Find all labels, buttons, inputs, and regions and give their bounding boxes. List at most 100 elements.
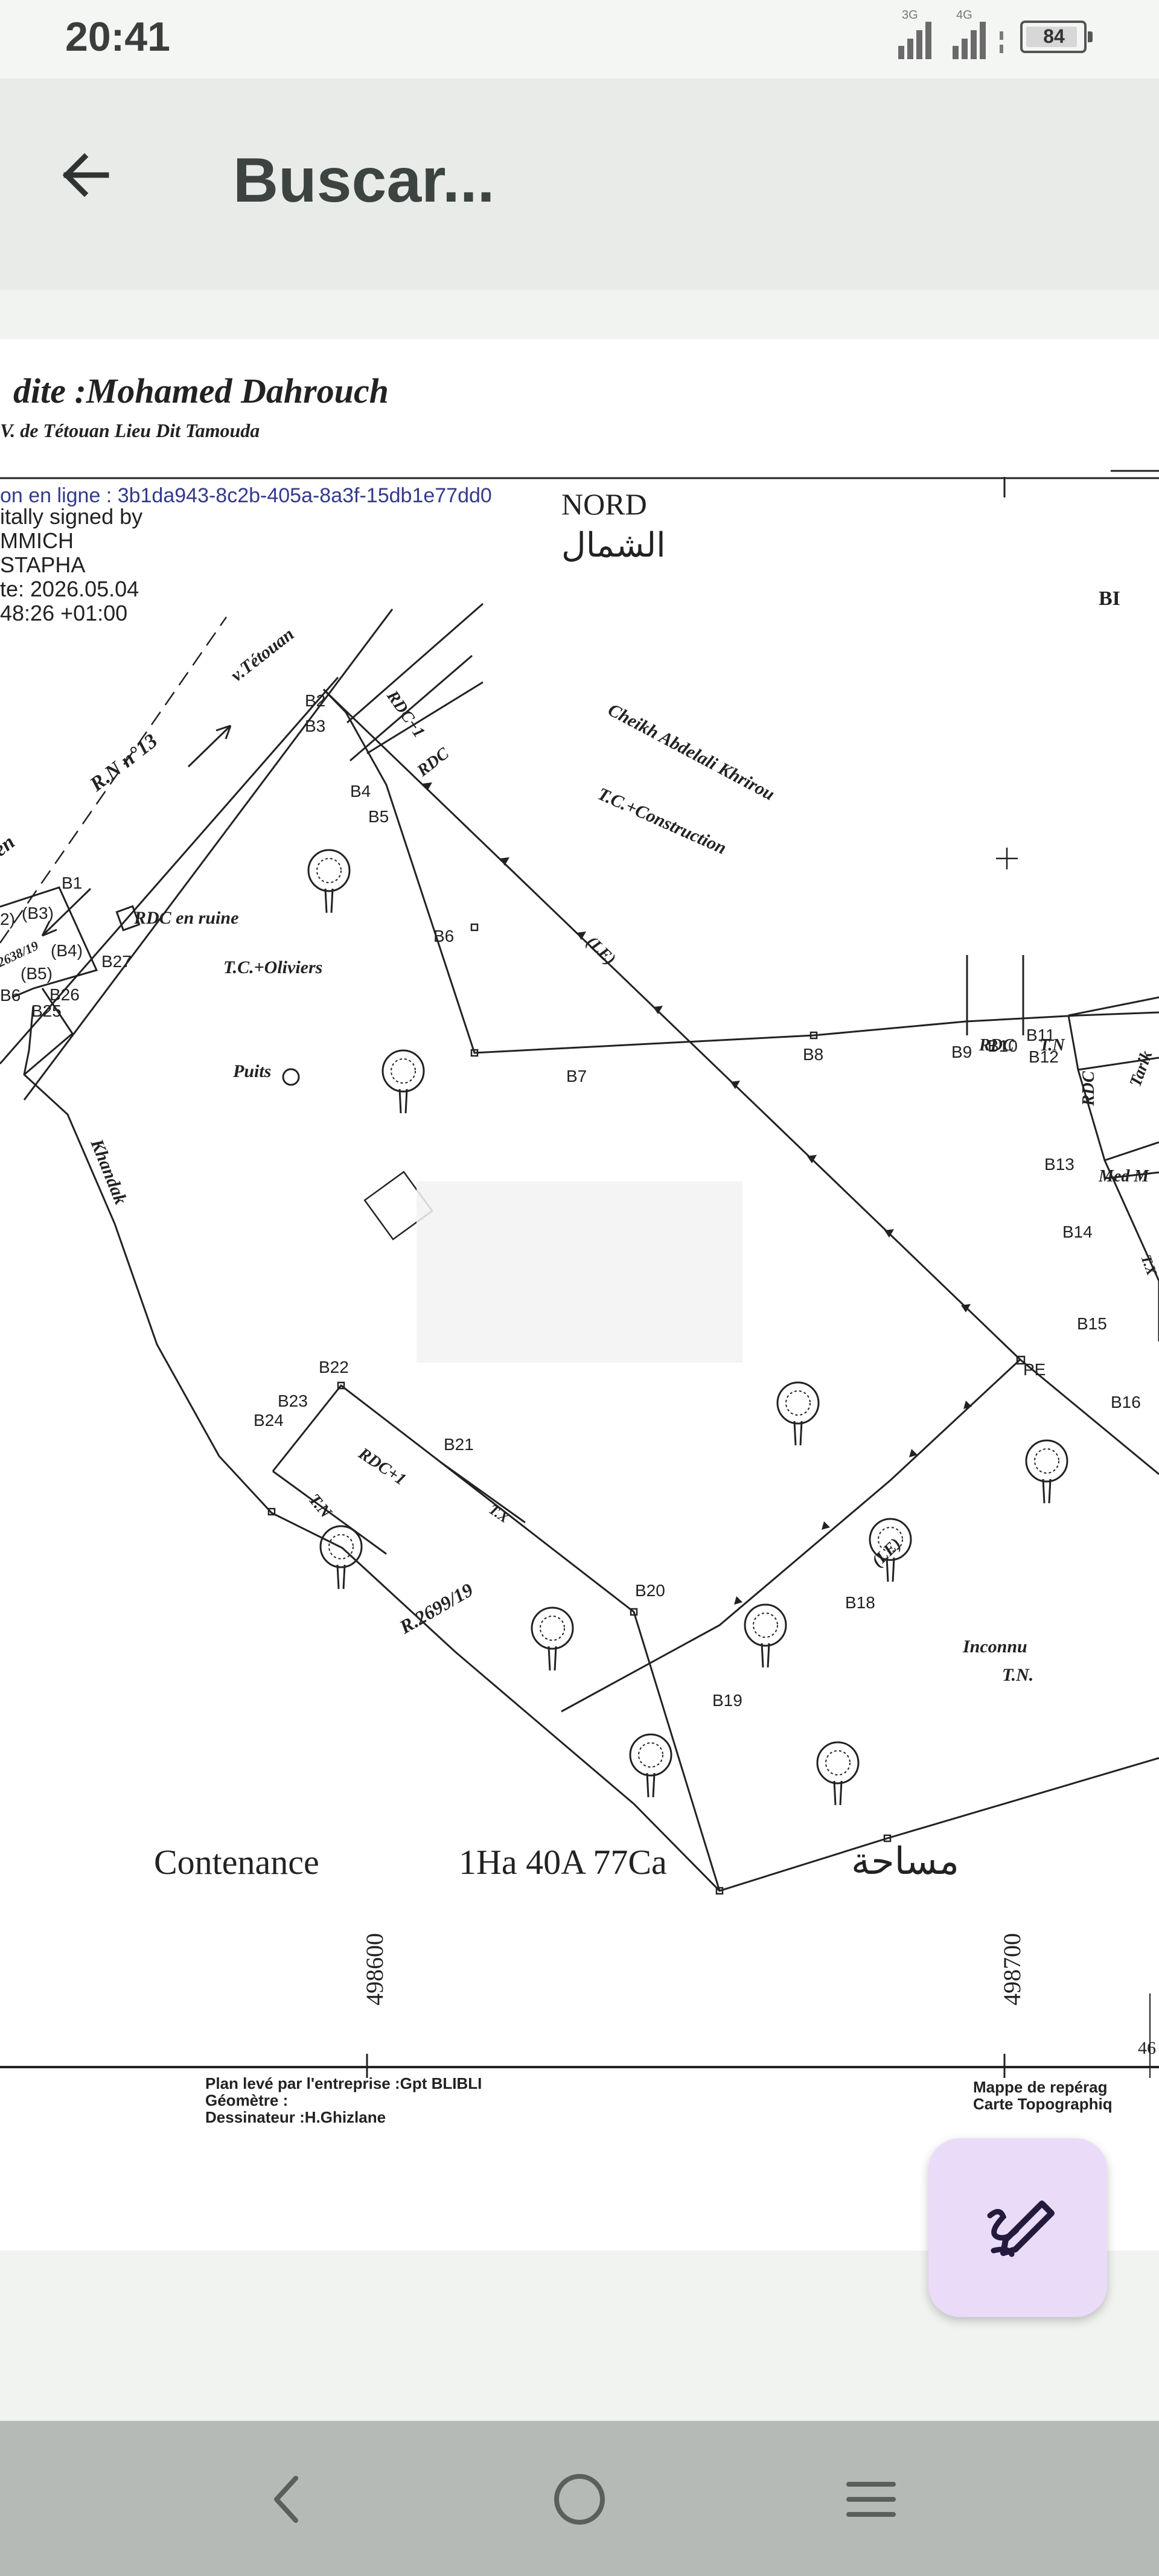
point-label-b8: B8 xyxy=(803,1045,823,1064)
point-label-lb5: (B5) xyxy=(21,964,53,983)
point-label-b11: B11 xyxy=(1026,1026,1055,1044)
app-bar xyxy=(0,78,1159,290)
signature-line-6: 48:26 +01:00 xyxy=(0,601,127,625)
point-label-b25: B25 xyxy=(31,1002,62,1020)
land-use-main: T.C.+Oliviers xyxy=(223,957,322,977)
footer-left-2: Géomètre : xyxy=(205,2091,288,2109)
point-label-b7: B7 xyxy=(566,1067,587,1085)
east-strip xyxy=(1067,1015,1159,1162)
document-viewer[interactable]: dite :Mohamed Dahrouch V. de Tétouan Lie… xyxy=(0,339,1159,2251)
point-label-lb2: 2) xyxy=(0,910,15,928)
menu-lines-icon[interactable] xyxy=(838,2466,904,2533)
network-label-2: 4G xyxy=(956,8,972,22)
road-label: R.N n°13 xyxy=(85,730,162,796)
east-strip-low xyxy=(1103,1160,1159,1341)
point-label-b5: B5 xyxy=(368,807,389,826)
signature-line-3: MMICH xyxy=(0,528,74,553)
edit-fab-button[interactable] xyxy=(928,2138,1107,2317)
coord-3: 46 xyxy=(1138,2038,1156,2058)
search-title[interactable]: Buscar... xyxy=(233,145,495,216)
land-use-top: T.C.+Construction xyxy=(595,784,729,858)
north-label: NORD xyxy=(561,487,647,521)
tree-4 xyxy=(1025,1439,1068,1504)
boundary-east-low xyxy=(1020,1358,1159,1475)
battery-level: 84 xyxy=(1043,25,1065,47)
med-label: Med M xyxy=(1098,1167,1149,1186)
footer-left-3: Dessinateur :H.Ghizlane xyxy=(205,2108,386,2126)
le-top: (LE) xyxy=(583,933,619,969)
point-label-b23: B23 xyxy=(278,1392,308,1410)
le-bottom: (LE) xyxy=(868,1535,905,1571)
rdc-ruine: RDC en ruine xyxy=(133,908,238,928)
system-nav-bar xyxy=(0,2421,1159,2576)
network-label-1: 3G xyxy=(902,8,918,22)
area-value: 1Ha 40A 77Ca xyxy=(459,1843,667,1882)
rdc-right-vertical: RDC xyxy=(1079,1071,1098,1107)
road-arrow-1 xyxy=(41,887,92,937)
road-arrow-2 xyxy=(187,724,232,768)
small-parcel-1 xyxy=(0,886,98,999)
cadastral-plan: dite :Mohamed Dahrouch V. de Tétouan Lie… xyxy=(0,371,1159,2126)
tarik-label: Tarik xyxy=(1126,1048,1156,1089)
rdc-top: RDC xyxy=(413,744,452,781)
point-label-b19: B19 xyxy=(712,1691,742,1710)
building-line-1 xyxy=(346,602,484,724)
tree-5 xyxy=(869,1518,912,1582)
tn-inconnu: T.N. xyxy=(1002,1665,1033,1685)
status-time: 20:41 xyxy=(65,14,170,60)
road-edge-upper xyxy=(0,677,339,1064)
road-dash-line xyxy=(0,616,228,944)
data-activity-icon xyxy=(1000,31,1003,53)
tree-8 xyxy=(744,1603,787,1668)
top-right-label: BI xyxy=(1099,587,1120,610)
road-arrow-2-head xyxy=(216,724,232,740)
rdc-plus1-bottom: RDC+1 xyxy=(354,1444,409,1489)
point-label-b4: B4 xyxy=(350,782,371,801)
tn-bottom: T.N xyxy=(305,1491,336,1523)
blurred-region xyxy=(417,1181,742,1363)
point-label-b22: B22 xyxy=(319,1358,349,1376)
arrow-left-icon[interactable] xyxy=(58,148,112,202)
area-label: Contenance xyxy=(154,1843,319,1882)
tree-7 xyxy=(531,1606,574,1671)
footer-right-2: Carte Topographiq xyxy=(973,2095,1113,2113)
ruin-house xyxy=(115,905,141,932)
point-label-b13: B13 xyxy=(1044,1155,1074,1174)
left-edge-label: en xyxy=(0,831,19,861)
point-label-b12: B12 xyxy=(1029,1047,1059,1066)
tarik-bottom xyxy=(1078,1056,1159,1071)
med-line xyxy=(1104,1171,1159,1180)
point-label-b21: B21 xyxy=(444,1435,474,1454)
boundary-north xyxy=(322,688,1159,1054)
point-label-lb3: (B3) xyxy=(22,904,54,922)
small-parcel-2 xyxy=(24,988,74,1076)
chevron-left-icon[interactable] xyxy=(254,2466,320,2533)
inconnu-label: Inconnu xyxy=(962,1637,1027,1657)
point-label-b20: B20 xyxy=(635,1581,665,1600)
status-bar: 20:41 3G 4G 84 xyxy=(0,0,1159,78)
point-labels: B2 B3 B4 B5 B6 B7 B8 B9 B10 B11 B12 B13 … xyxy=(0,691,1141,1710)
boundary-le-top xyxy=(322,688,1021,1361)
tn-right: T.N xyxy=(1039,1036,1066,1055)
building-line-3 xyxy=(366,681,484,755)
circle-home-icon[interactable] xyxy=(546,2466,613,2533)
tree-10 xyxy=(816,1741,860,1806)
point-label-b1: B1 xyxy=(62,874,82,892)
doc-title: dite :Mohamed Dahrouch xyxy=(13,371,389,411)
tree-symbols xyxy=(307,849,1068,1806)
signature-line-1: on en ligne : 3b1da943-8c2b-405a-8a3f-15… xyxy=(0,484,492,507)
signature-line-4: STAPHA xyxy=(0,552,85,577)
well-label: Puits xyxy=(232,1061,271,1081)
tree-6 xyxy=(319,1525,363,1590)
tree-1 xyxy=(307,849,351,913)
tarik-top xyxy=(1068,996,1159,1017)
doc-subtitle: V. de Tétouan Lieu Dit Tamouda xyxy=(0,420,260,441)
boundary-b22-b19 xyxy=(272,1384,721,1891)
footer-left-1: Plan levé par l'entreprise :Gpt BLIBLI xyxy=(205,2074,482,2092)
point-label-b10: B10 xyxy=(988,1037,1018,1055)
point-label-b2: B2 xyxy=(305,691,325,710)
point-label-pe: PE xyxy=(1023,1360,1046,1379)
point-label-b18: B18 xyxy=(845,1593,875,1612)
signal-icon xyxy=(898,22,931,59)
battery-icon: 84 xyxy=(1020,21,1093,53)
